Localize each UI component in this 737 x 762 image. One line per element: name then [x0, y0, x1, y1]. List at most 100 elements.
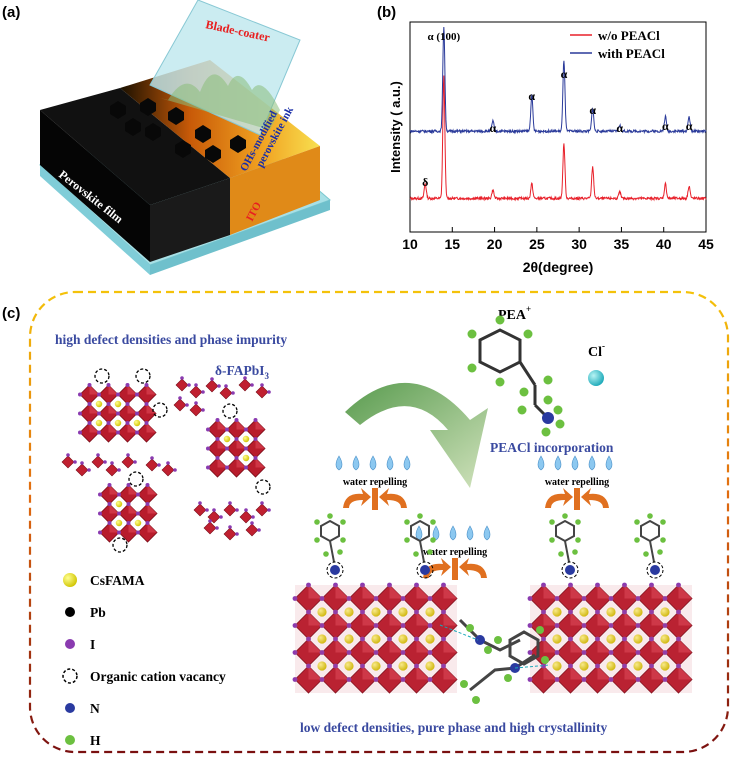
- delta-octahedron: [145, 456, 161, 472]
- ink-meniscus: [160, 74, 280, 130]
- panel-c-label: (c): [2, 305, 20, 322]
- surface-pea-molecules: [314, 513, 666, 579]
- xrd-series-group: [409, 27, 707, 202]
- delta-octahedron: [255, 501, 271, 517]
- delta-octahedron: [193, 501, 209, 517]
- svg-text:Organic cation vacancy: Organic cation vacancy: [90, 669, 226, 684]
- delta-octahedron: [189, 383, 205, 399]
- delta-octahedron: [189, 401, 205, 417]
- svg-text:I: I: [90, 637, 95, 652]
- ito-substrate-side: [40, 165, 150, 275]
- delta-octahedron: [161, 461, 177, 477]
- bottom-title: low defect densities, pure phase and hig…: [300, 720, 608, 735]
- ink-region-front: [230, 146, 320, 235]
- perovskite-film-side: [40, 110, 150, 262]
- legend-item-csfama: CsFAMA: [63, 573, 145, 588]
- delta-octahedron: [175, 376, 191, 392]
- x-tick-label: 35: [614, 236, 630, 252]
- defect-cluster-1: [78, 383, 157, 443]
- perovskite-film-top: [40, 88, 230, 205]
- surface-pea: [404, 513, 436, 579]
- pea-molecule: [467, 315, 565, 437]
- series-line-1: [409, 27, 707, 135]
- peak-annotation: α: [662, 119, 669, 133]
- top-title: high defect densities and phase impurity: [55, 332, 287, 347]
- vacancy-marker: [128, 471, 144, 487]
- vacancy-marker: [135, 368, 151, 384]
- panel-b-label: (b): [377, 4, 396, 21]
- panel-a: (a) Blade-coater OHs-modified perovskite: [2, 0, 331, 275]
- delta-octahedron: [75, 461, 91, 477]
- atom-legend: CsFAMA Pb I Organic cation vacancy N H: [62, 573, 226, 748]
- grain-hexagons: [110, 98, 246, 163]
- interlayer-pea: [439, 618, 551, 704]
- water-repelling-label: water repelling: [343, 477, 407, 488]
- panel-a-label: (a): [2, 4, 20, 21]
- legend-item-h: H: [65, 733, 101, 748]
- plot-frame: [409, 21, 707, 233]
- surface-pea: [549, 513, 581, 579]
- defect-cluster-3: [98, 483, 158, 543]
- perovskite-film-front: [150, 178, 230, 262]
- vacancy-marker: [94, 368, 110, 384]
- svg-text:N: N: [90, 701, 100, 716]
- surface-pea: [314, 513, 346, 579]
- water-repelling-group: water repelling: [537, 455, 613, 510]
- chart-legend: w/o PEACl with PEACl: [570, 28, 665, 61]
- water-repelling-group: water repelling: [415, 525, 491, 580]
- x-tick-label: 20: [487, 236, 503, 252]
- ordered-slab-left: [292, 582, 458, 694]
- svg-text:Pb: Pb: [90, 605, 106, 620]
- panel-c: (c) high defect densities and phase impu…: [2, 290, 730, 754]
- ito-substrate-front: [150, 200, 330, 275]
- legend-item-n: N: [65, 701, 100, 716]
- legend-label-blue: with PEACl: [598, 46, 665, 61]
- delta-phase-octahedra: [61, 376, 271, 541]
- ordered-slab-right: [527, 582, 693, 694]
- cl-ion: [588, 370, 604, 386]
- x-tick-label: 25: [529, 236, 545, 252]
- x-tick-label: 15: [444, 236, 460, 252]
- x-tick-label: 10: [402, 236, 418, 252]
- delta-octahedron: [105, 461, 121, 477]
- incorporation-label: PEACl incorporation: [490, 440, 614, 455]
- defect-cluster-2: [206, 418, 266, 478]
- vacancy-marker: [112, 537, 128, 553]
- delta-octahedron: [238, 376, 254, 392]
- delta-octahedron: [91, 453, 107, 469]
- svg-text:H: H: [90, 733, 101, 748]
- dashed-frame: [28, 290, 730, 754]
- legend-item-pb: Pb: [65, 605, 106, 620]
- peak-annotation: δ: [422, 175, 428, 189]
- incorporation-arrow: [345, 382, 488, 488]
- peak-annotation: α (100): [427, 31, 460, 43]
- ordered-perovskite-slabs: [292, 582, 693, 704]
- series-line-0: [409, 75, 707, 202]
- vacancy-marker: [255, 479, 271, 495]
- delta-octahedron: [61, 453, 77, 469]
- legend-item-i: I: [65, 637, 95, 652]
- peak-annotation: α: [589, 103, 596, 117]
- delta-octahedron: [203, 519, 219, 535]
- pea-label: PEA+: [498, 304, 531, 323]
- delta-octahedron: [255, 383, 271, 399]
- svg-text:CsFAMA: CsFAMA: [90, 573, 145, 588]
- delta-phase-label: δ-FAPbI3: [215, 363, 270, 381]
- water-repelling-label: water repelling: [423, 547, 487, 558]
- water-repelling-group: water repelling: [335, 455, 411, 510]
- legend-item-vacancy: Organic cation vacancy: [62, 668, 226, 684]
- vacancy-marker: [222, 403, 238, 419]
- surface-pea: [634, 513, 666, 579]
- peak-annotation: α: [528, 89, 535, 103]
- y-axis-label: Intensity ( a.u.): [388, 81, 403, 173]
- delta-octahedron: [205, 377, 221, 393]
- delta-octahedron: [223, 525, 239, 541]
- water-repelling-groups: water repelling water repelling water repe…: [335, 455, 613, 580]
- delta-octahedron: [219, 384, 235, 400]
- water-repelling-label: water repelling: [545, 477, 609, 488]
- peak-annotation: α: [616, 121, 623, 135]
- delta-octahedron: [173, 396, 189, 412]
